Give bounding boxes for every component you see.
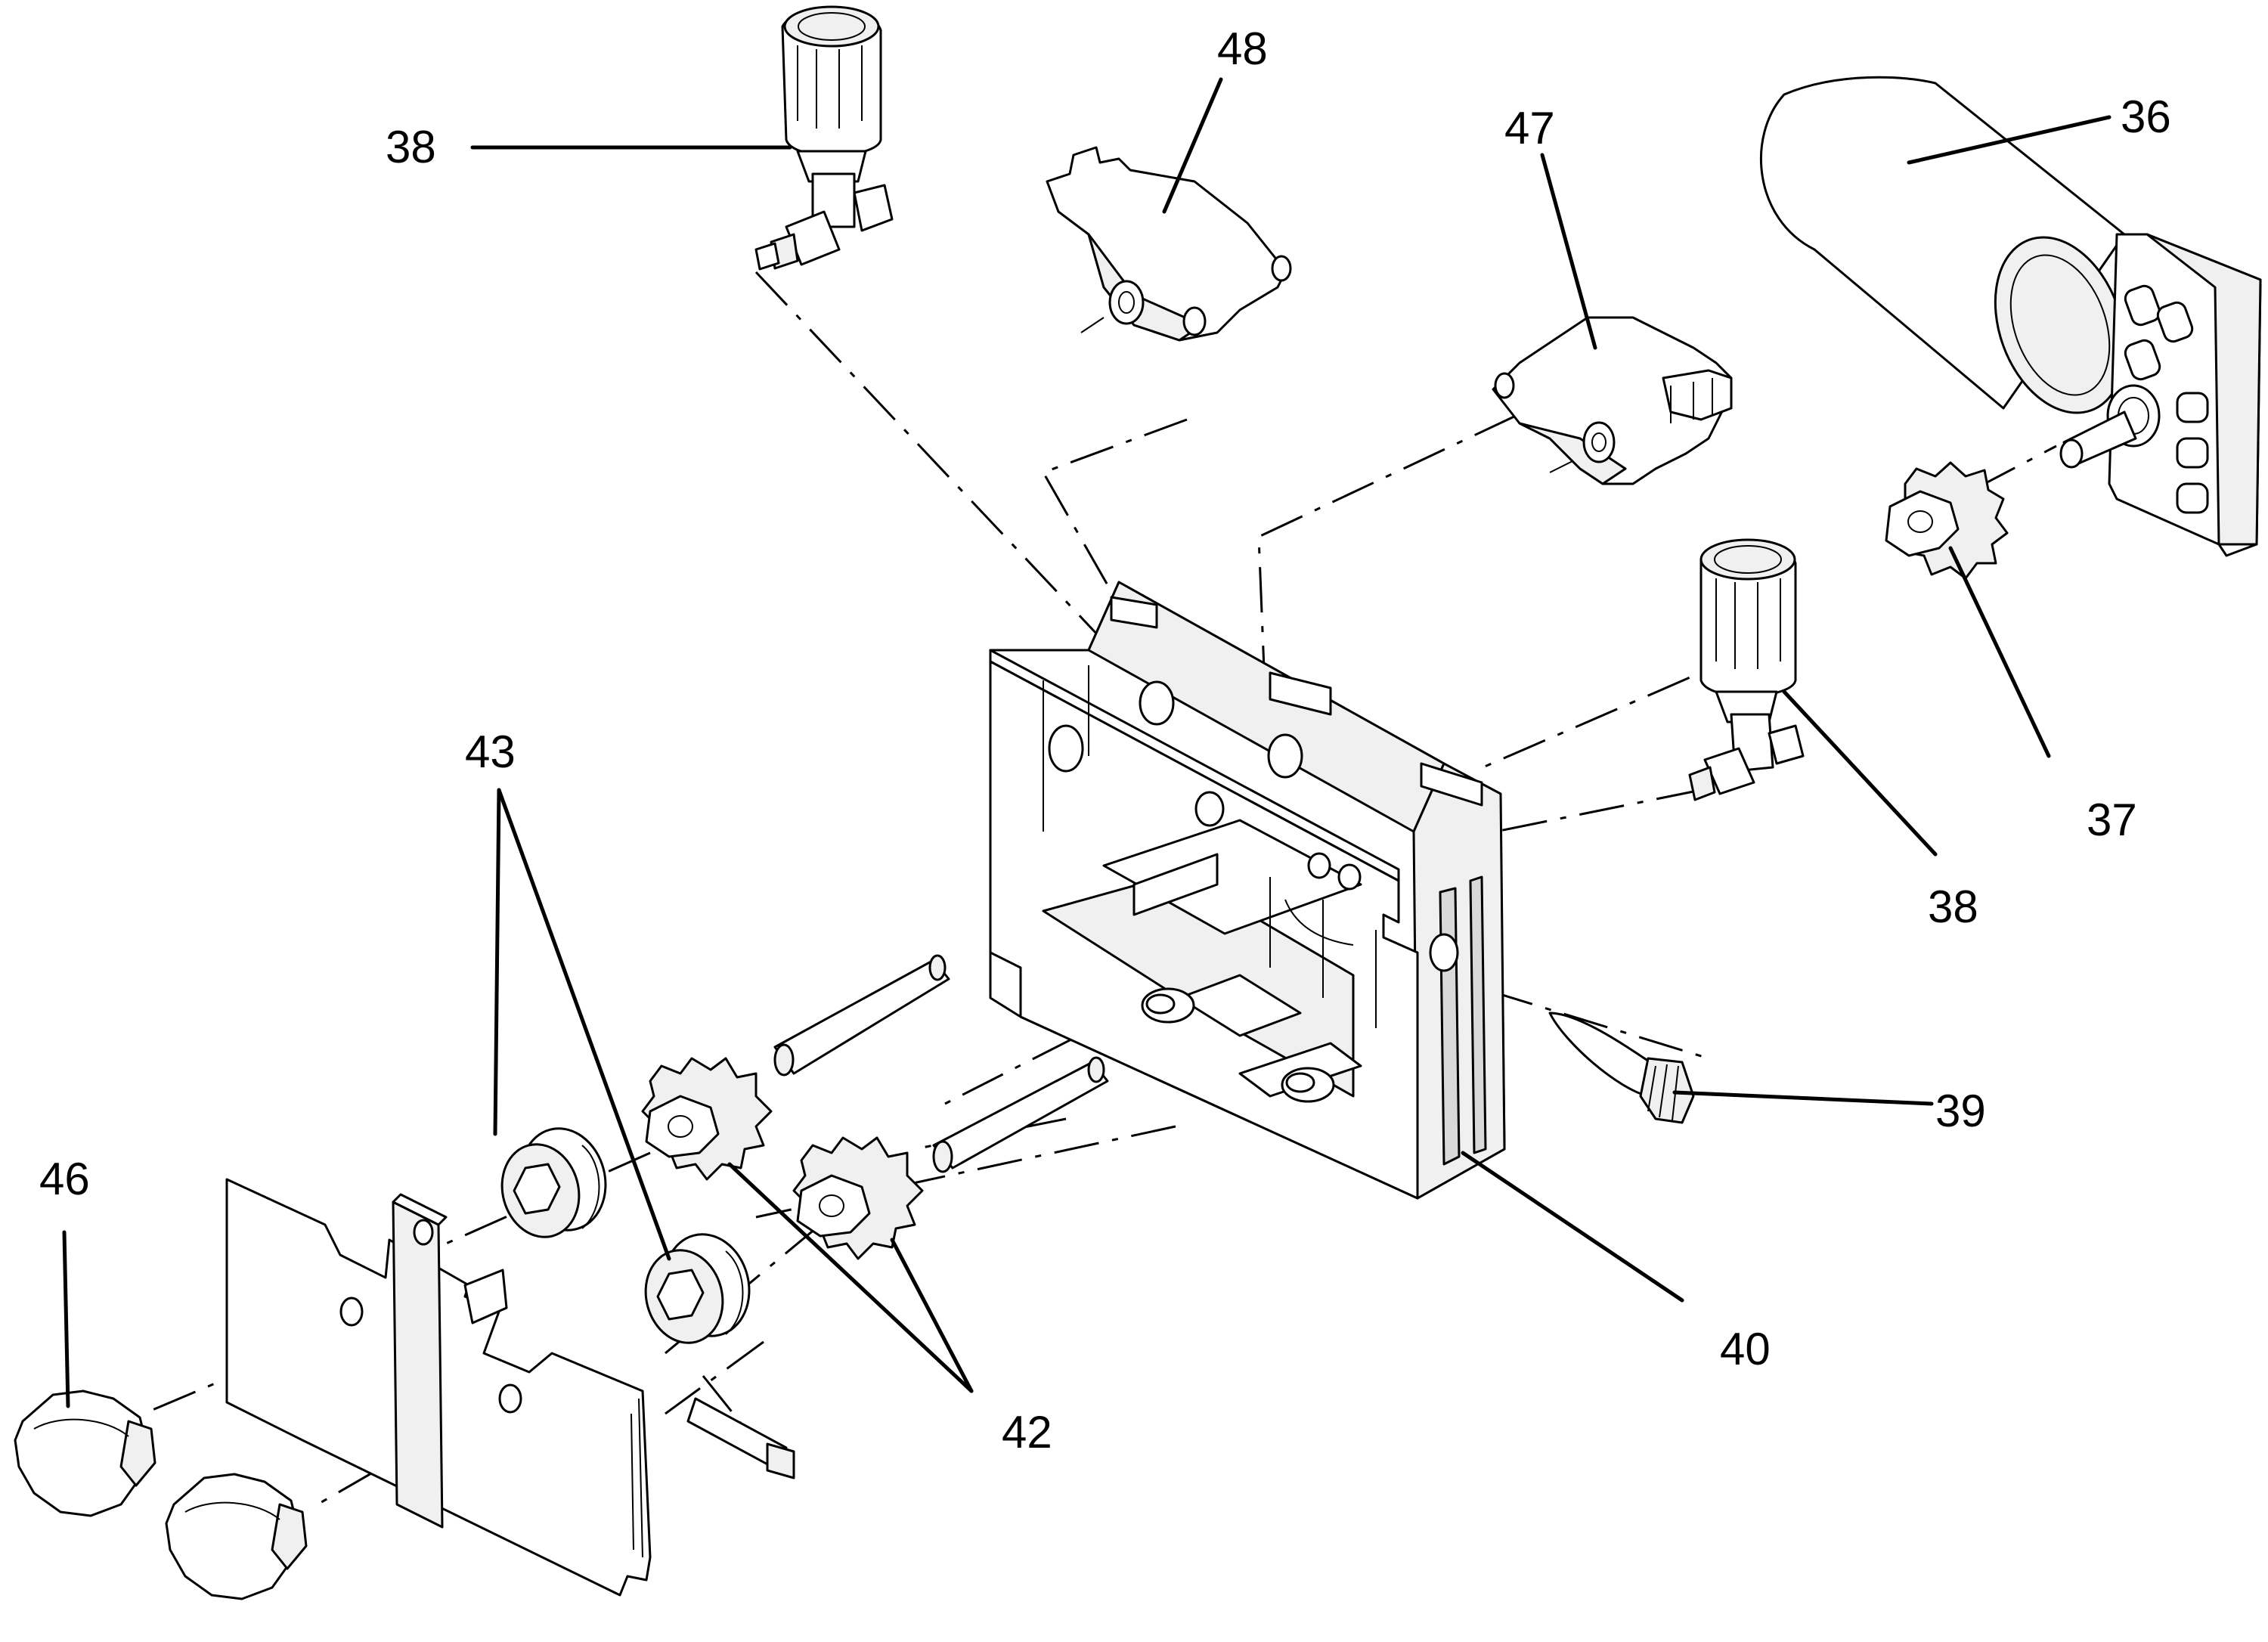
callout-38-upper: 38 bbox=[386, 122, 436, 172]
front-plate bbox=[225, 1178, 652, 1597]
knob-part-38-upper bbox=[754, 5, 894, 271]
gear-part-37 bbox=[1885, 461, 2009, 580]
callout-47: 47 bbox=[1504, 103, 1555, 153]
rollers-part-43 bbox=[500, 1127, 751, 1344]
knob-part-38-lower bbox=[1688, 538, 1805, 801]
callout-39: 39 bbox=[1935, 1086, 1986, 1136]
callout-labels: 38 48 47 36 43 37 38 39 46 42 40 bbox=[39, 23, 2171, 1458]
knobs-part-46 bbox=[14, 1390, 308, 1600]
callout-37: 37 bbox=[2087, 795, 2137, 845]
leader-lines bbox=[62, 77, 2112, 1408]
callout-42: 42 bbox=[1002, 1407, 1052, 1458]
callout-38-lower: 38 bbox=[1928, 881, 1978, 932]
bracket-part-47 bbox=[1492, 316, 1733, 485]
callout-46: 46 bbox=[39, 1154, 90, 1204]
nozzle-part-39 bbox=[1548, 1012, 1695, 1124]
callout-40: 40 bbox=[1720, 1324, 1771, 1374]
bracket-part-48 bbox=[1046, 146, 1292, 342]
callout-43: 43 bbox=[465, 727, 516, 777]
gears-part-42 bbox=[641, 1057, 924, 1260]
housing-part-40 bbox=[989, 581, 1506, 1200]
shafts bbox=[686, 954, 1109, 1479]
motor-part-36 bbox=[1759, 76, 2262, 557]
callout-48: 48 bbox=[1217, 23, 1268, 74]
callout-36: 36 bbox=[2121, 91, 2171, 142]
